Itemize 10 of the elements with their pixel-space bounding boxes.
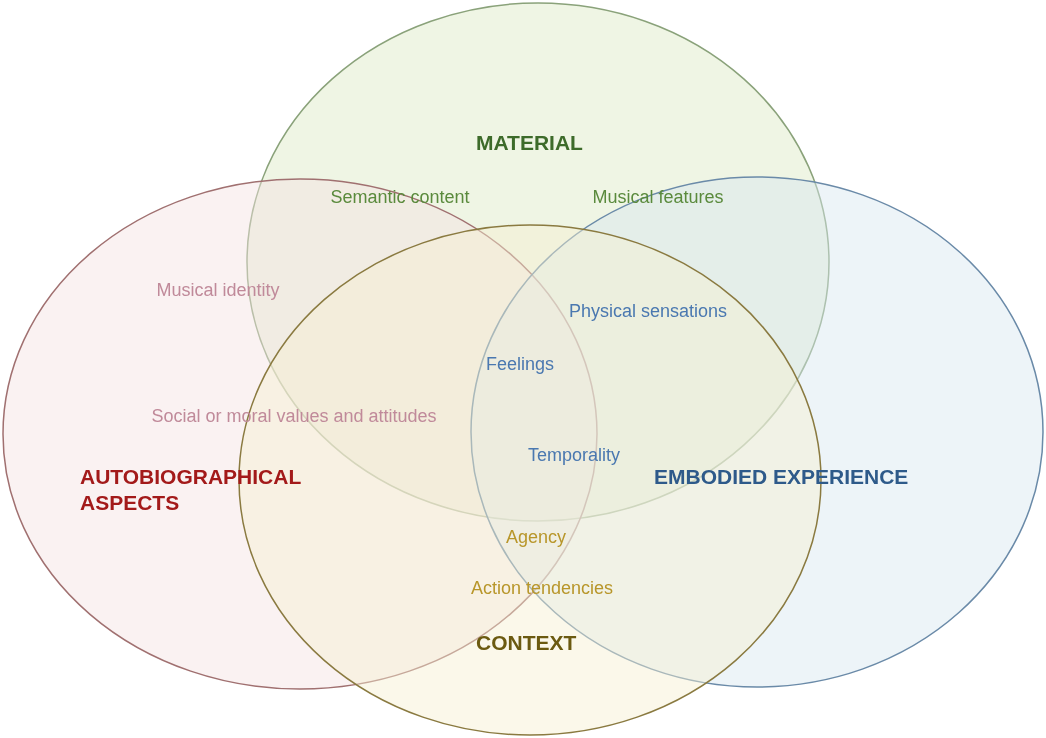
item-label: Musical features [592,186,724,208]
item-label: Musical identity [156,279,280,301]
item-label: Semantic content [330,186,470,208]
set-heading: CONTEXT [476,630,577,656]
item-label: Agency [506,526,566,548]
item-label: Action tendencies [470,577,614,599]
set-heading: MATERIAL [476,130,583,156]
item-label: Temporality [528,444,620,466]
item-label: Physical sensations [568,300,728,322]
item-label: Feelings [486,353,554,375]
